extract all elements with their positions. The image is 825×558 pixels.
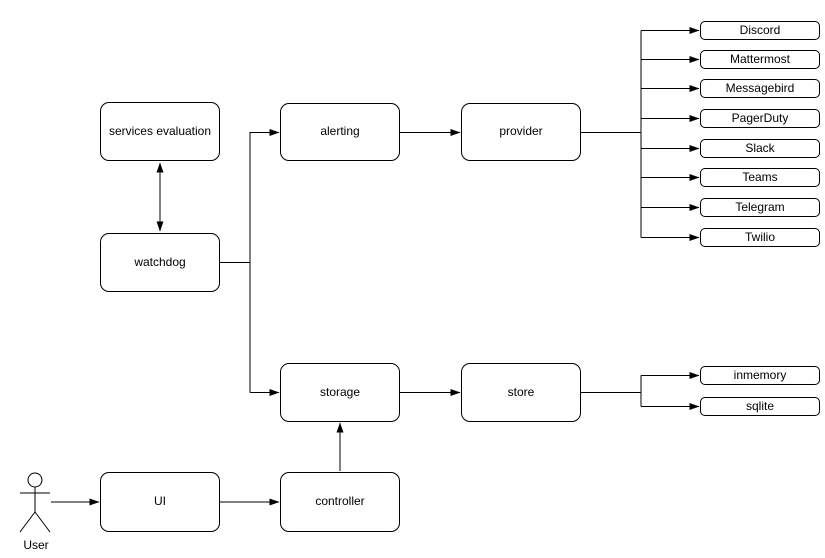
node-store-inmemory: inmemory (700, 366, 820, 385)
node-controller: controller (280, 472, 400, 532)
node-provider-pagerduty: PagerDuty (700, 109, 820, 128)
node-alerting: alerting (280, 103, 400, 161)
node-provider: provider (461, 103, 581, 161)
node-storage: storage (280, 363, 400, 422)
user-actor-label: User (23, 538, 49, 552)
node-provider-teams: Teams (700, 168, 820, 187)
node-ui: UI (100, 472, 220, 532)
node-provider-telegram: Telegram (700, 198, 820, 217)
node-provider-twilio: Twilio (700, 228, 820, 247)
node-watchdog: watchdog (100, 233, 220, 292)
edge-store-fanout (581, 372, 700, 410)
node-store: store (461, 363, 581, 422)
edge-provider-fanout (581, 27, 700, 241)
node-provider-discord: Discord (700, 21, 820, 40)
user-actor-icon (19, 472, 51, 533)
node-services-evaluation: services evaluation (100, 102, 220, 161)
edge-watchdog-branch (220, 129, 280, 396)
node-provider-messagebird: Messagebird (700, 79, 820, 98)
node-store-sqlite: sqlite (700, 397, 820, 416)
node-provider-slack: Slack (700, 139, 820, 158)
node-provider-mattermost: Mattermost (700, 50, 820, 69)
